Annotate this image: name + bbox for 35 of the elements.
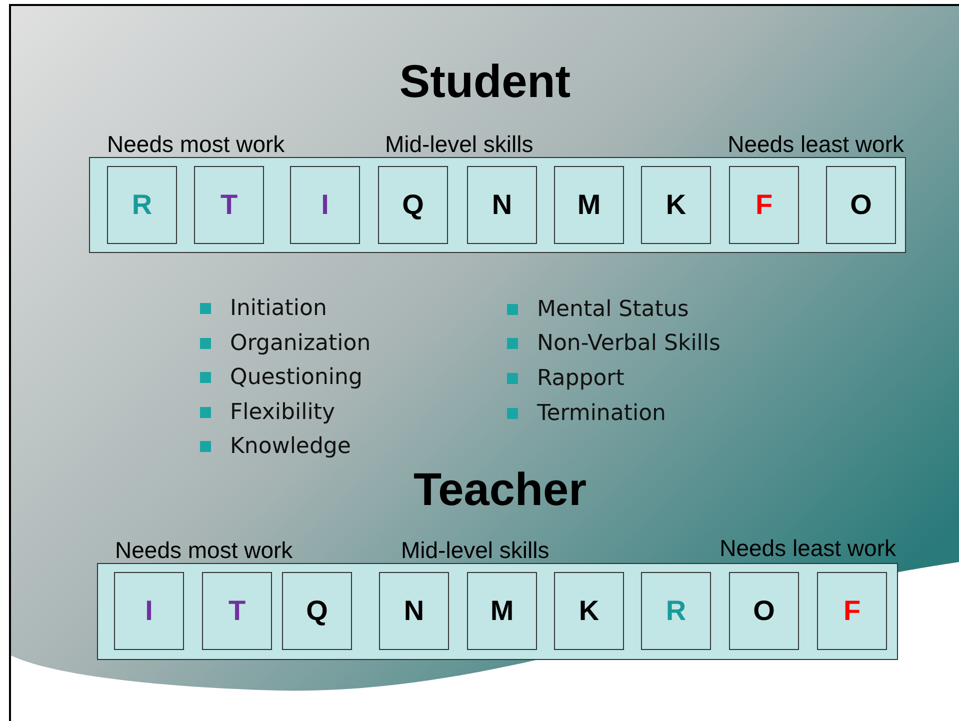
scale-label: Needs most work: [107, 130, 285, 158]
letter-box: Q: [378, 166, 448, 244]
scale-label: Needs least work: [728, 130, 904, 158]
heading: Student: [399, 54, 571, 108]
letter-box: O: [729, 572, 799, 650]
scale-label: Needs least work: [720, 534, 896, 562]
letter-box: R: [641, 572, 711, 650]
skill-item: Mental Status: [537, 297, 689, 322]
scale-label: Mid-level skills: [401, 536, 550, 564]
scale-label: Needs most work: [115, 536, 293, 564]
letter-box: I: [290, 166, 360, 244]
skill-item: Non-Verbal Skills: [537, 331, 720, 356]
letter-box: R: [107, 166, 177, 244]
letter-box: K: [554, 572, 624, 650]
letter-box: K: [641, 166, 711, 244]
letter-box: F: [729, 166, 799, 244]
letter-box: T: [194, 166, 264, 244]
letter-box: O: [826, 166, 896, 244]
skill-item: Knowledge: [230, 434, 351, 459]
heading: Teacher: [413, 462, 587, 516]
letter-box: N: [379, 572, 449, 650]
skill-item: Questioning: [230, 365, 362, 390]
letter-box: T: [202, 572, 272, 650]
letter-box: F: [817, 572, 887, 650]
letter-box: M: [467, 572, 537, 650]
skill-item: Termination: [537, 401, 666, 426]
letter-box: I: [114, 572, 184, 650]
skill-item: Initiation: [230, 296, 327, 321]
scale-label: Mid-level skills: [385, 130, 534, 158]
skill-item: Flexibility: [230, 400, 335, 425]
letter-box: N: [467, 166, 537, 244]
skill-item: Rapport: [537, 366, 624, 391]
skill-item: Organization: [230, 331, 371, 356]
letter-box: M: [554, 166, 624, 244]
letter-box: Q: [282, 572, 352, 650]
